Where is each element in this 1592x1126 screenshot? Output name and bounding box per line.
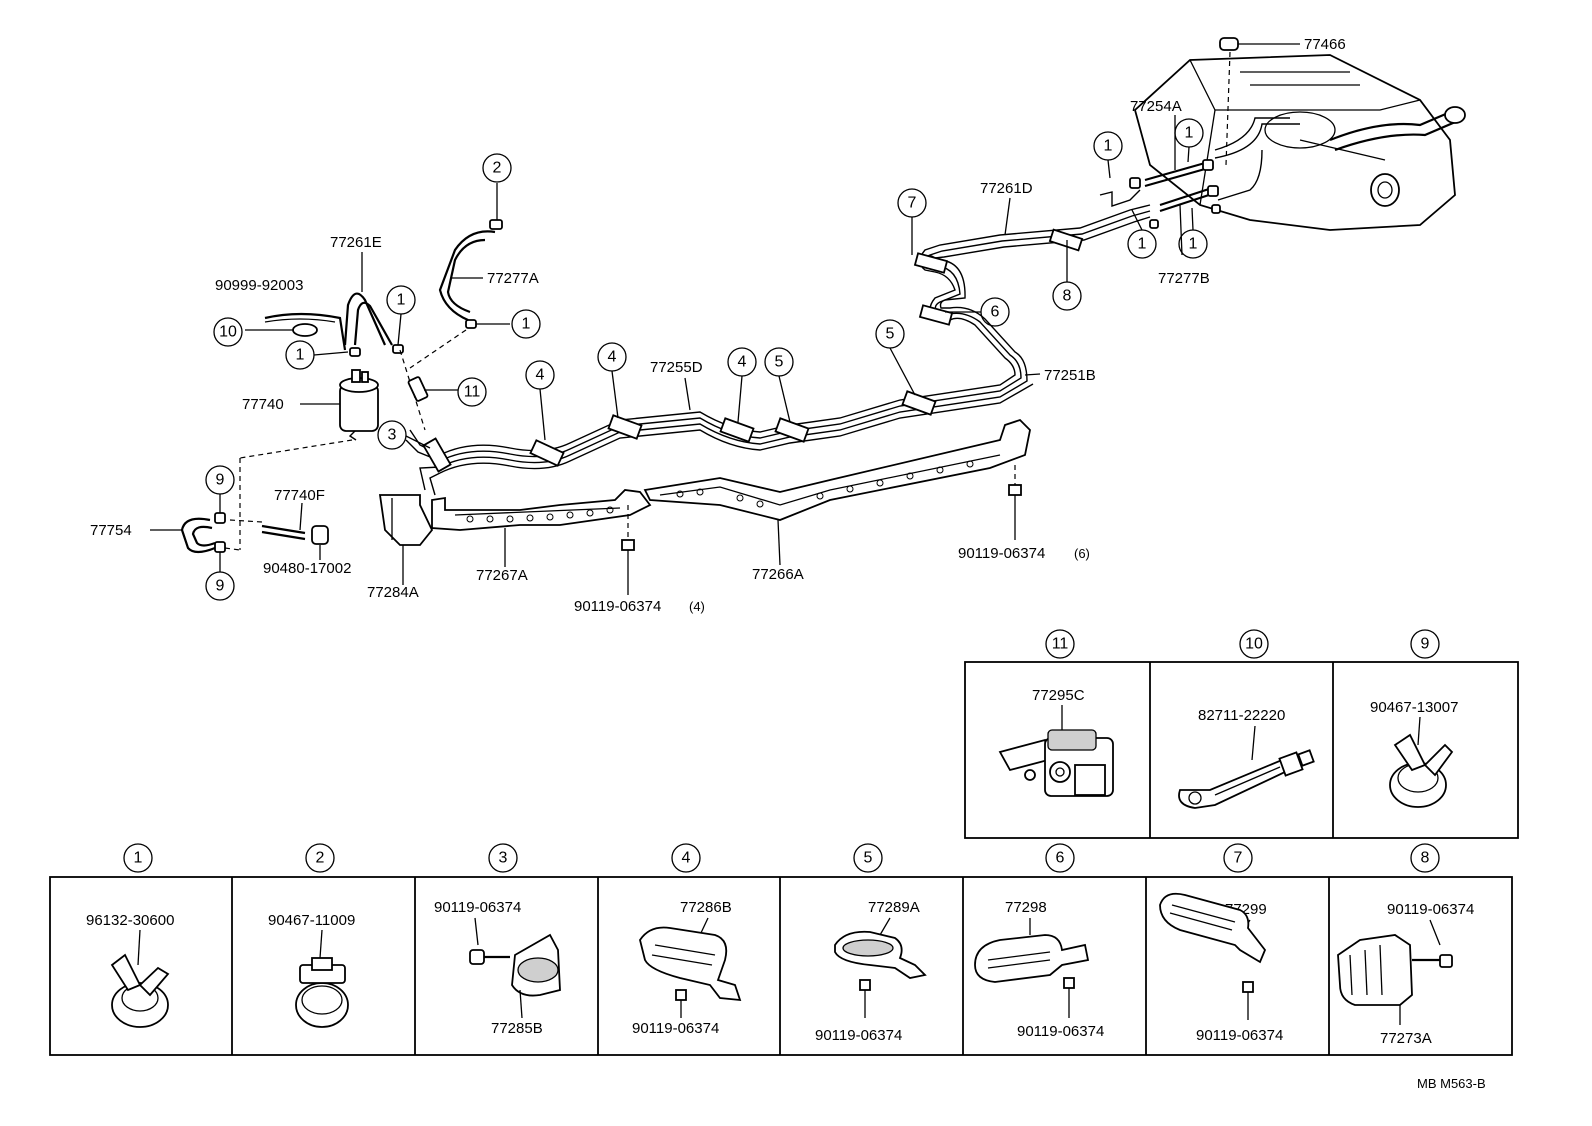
detail-5-bolt: 90119-06374: [815, 1027, 902, 1044]
hose-clip-96132-icon: [110, 953, 170, 1028]
callout-1a: 1: [397, 292, 406, 309]
detail-2-number: 2: [316, 850, 325, 867]
detail-11-part: 77295C: [1032, 687, 1085, 704]
callout-1g: 1: [1189, 236, 1198, 253]
detail-6-number: 6: [1056, 850, 1065, 867]
detail-11-number: 11: [1052, 636, 1069, 653]
detail-10-part: 82711-22220: [1198, 707, 1285, 724]
label-77267A: 77267A: [476, 567, 528, 584]
detail-10-number: 10: [1245, 636, 1263, 653]
label-77251B: 77251B: [1044, 367, 1096, 384]
label-77754: 77754: [90, 522, 132, 539]
detail-7-bolt: 90119-06374: [1196, 1027, 1283, 1044]
label-90119-06374-qty4: 90119-06374: [574, 598, 661, 615]
clamp-77273A-icon: [1337, 934, 1453, 1006]
detail-8-bolt: 90119-06374: [1387, 901, 1474, 918]
callout-1f: 1: [1138, 236, 1147, 253]
detail-3-bolt: 90119-06374: [434, 899, 521, 916]
detail-row-lower: 1 96132-30600 2 90467-11009 3 90119-0637…: [49, 843, 1513, 1056]
hose-clamp-90467-11009-icon: [295, 957, 349, 1028]
detail-8-part: 77273A: [1380, 1030, 1432, 1047]
callout-10: 10: [219, 324, 237, 341]
clamp-77286B-icon: [639, 926, 742, 1002]
protector-plates: 77284A 77267A: [367, 418, 1090, 615]
label-77266A: 77266A: [752, 566, 804, 583]
label-77740F: 77740F: [274, 487, 325, 504]
qty-90119-06374-6: (6): [1074, 546, 1090, 561]
detail-7-number: 7: [1234, 850, 1243, 867]
clamp-77298-icon: [974, 934, 1090, 983]
label-77261E: 77261E: [330, 234, 382, 251]
callout-5b: 5: [886, 326, 895, 343]
clamp-77289A-icon: [834, 930, 927, 979]
detail-1-part: 96132-30600: [86, 912, 174, 929]
label-77740: 77740: [242, 396, 284, 413]
main-callouts: 2 1 1 10 1 11 3 4 4 4 5 5 7 6 8 1 1 1 1 …: [205, 118, 1208, 601]
detail-9-part: 90467-13007: [1370, 699, 1458, 716]
detail-4-bolt: 90119-06374: [632, 1020, 719, 1037]
callout-8: 8: [1063, 288, 1072, 305]
detail-2-part: 90467-11009: [268, 912, 355, 929]
callout-11: 11: [464, 384, 481, 401]
qty-90119-06374-4: (4): [689, 599, 705, 614]
callout-4b: 4: [608, 349, 617, 366]
callout-2: 2: [493, 160, 502, 177]
label-90119-06374-qty6: 90119-06374: [958, 545, 1045, 562]
label-77277A: 77277A: [487, 270, 539, 287]
detail-5-part: 77289A: [868, 899, 920, 916]
tank-hoses: 77254A 77277B: [1129, 98, 1300, 287]
callout-4c: 4: [738, 354, 747, 371]
cable-tie-82711-icon: [1178, 749, 1315, 809]
callout-9b: 9: [216, 578, 225, 595]
clamp-77285B-icon: [469, 933, 561, 997]
detail-row-upper: 11 77295C 10 82711-22220 9 90467-13007: [964, 629, 1519, 839]
label-77277B: 77277B: [1158, 270, 1210, 287]
label-77284A: 77284A: [367, 584, 419, 601]
detail-9-number: 9: [1421, 636, 1430, 653]
callout-6: 6: [991, 304, 1000, 321]
main-fuel-pipes: 77255D 77261D 77251B: [405, 180, 1151, 496]
callout-1d: 1: [1104, 138, 1113, 155]
detail-1-number: 1: [134, 850, 143, 867]
plate-slots-77267A: [466, 506, 614, 523]
clamp-77299-icon: [1159, 892, 1267, 964]
callout-7: 7: [908, 195, 917, 212]
callout-5a: 5: [775, 354, 784, 371]
callout-3: 3: [388, 427, 397, 444]
detail-8-number: 8: [1421, 850, 1430, 867]
detail-3-number: 3: [499, 850, 508, 867]
callout-9a: 9: [216, 472, 225, 489]
callout-4a: 4: [536, 367, 545, 384]
callout-1e: 1: [1185, 125, 1194, 142]
detail-4-part: 77286B: [680, 899, 732, 916]
drawing-code: MB M563-B: [1417, 1076, 1486, 1091]
callout-1c: 1: [296, 347, 305, 364]
detail-3-part: 77285B: [491, 1020, 543, 1037]
label-90480-17002: 90480-17002: [263, 560, 351, 577]
label-77254A: 77254A: [1130, 98, 1182, 115]
left-parts: 90999-92003 77261E 77277A 77740: [90, 183, 539, 577]
detail-6-part: 77298: [1005, 899, 1047, 916]
label-77255D: 77255D: [650, 359, 703, 376]
label-77261D: 77261D: [980, 180, 1033, 197]
detail-5-number: 5: [864, 850, 873, 867]
plate-slots-77266A: [676, 460, 974, 508]
detail-6-bolt: 90119-06374: [1017, 1023, 1104, 1040]
detail-4-number: 4: [682, 850, 691, 867]
label-90999-92003: 90999-92003: [215, 277, 303, 294]
clamp-77295C-icon: [998, 729, 1114, 797]
callout-1b: 1: [522, 316, 531, 333]
label-77466: 77466: [1304, 36, 1346, 53]
hose-clip-90467-13007-icon: [1389, 733, 1454, 808]
